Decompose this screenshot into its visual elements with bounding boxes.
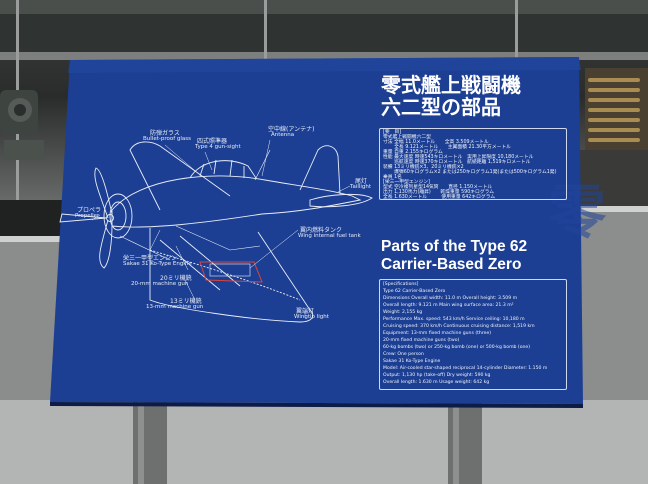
spec-en-line: Overall length: 9.121 m Main wing surfac… (383, 303, 514, 308)
spec-en-line: Output: 1,130 hp (take-off) Dry weight: … (383, 373, 491, 378)
spec-en-line: 20-mm fixed machine guns (two) (383, 338, 460, 343)
callout-13mm-gun-en: 13-mm machine gun (146, 304, 204, 310)
callout-antenna-en: Antenna (271, 132, 295, 138)
spec-jp-line: 装備 13ミリ機銃×3、20ミリ機銃×2 (383, 165, 464, 170)
spec-jp-line: 性能 最大速度 時速543キロメートル 実用上昇限度 10,180メートル (383, 155, 534, 160)
spec-jp-line: 爆弾60キログラム×2 または250キログラム1発(または500キログラム1発) (383, 170, 557, 175)
callout-fuel-tank-en: Wing internal fuel tank (298, 233, 361, 239)
spec-jp-line: 全長 1.630メートル 使用重量 642キログラム (383, 195, 496, 200)
spec-jp-line: 乗員 1名 (383, 175, 402, 180)
callout-taillight-jp: 尾灯 (355, 178, 368, 185)
callout-engine-jp: 栄三一甲型エンジン (123, 255, 178, 262)
callout-propeller-jp: プロペラ (77, 207, 102, 214)
callout-leader-lines (91, 139, 351, 318)
callout-20mm-gun-jp: 20ミリ機銃 (160, 275, 192, 282)
engine-artifact (0, 90, 44, 160)
callout-wingtip-light-jp: 翼端灯 (296, 308, 315, 315)
title-en-line1: Parts of the Type 62 (381, 238, 528, 255)
title-jp-line2: 六二型の部品 (381, 95, 501, 119)
callout-bulletproof-glass-jp: 防弾ガラス (150, 130, 180, 137)
spec-box-en: [Specifications] Type 62 Carrier-Based Z… (379, 279, 567, 390)
spec-jp-line: 型式 空冷複列星型14気筒 直径 1.150メートル (383, 185, 493, 190)
spec-en-line: Crew: One person (383, 352, 424, 357)
spec-jp-line: 零式艦上戦闘機六二型 (383, 135, 431, 140)
watermark-glyph: 零 (548, 178, 607, 246)
spec-en-line: [Specifications] (383, 282, 419, 287)
information-board (50, 57, 583, 408)
spec-jp-line: [栄三一甲型エンジン] (383, 180, 430, 185)
sign-stand-posts (133, 396, 482, 484)
title-jp-line1: 零式艦上戦闘機 (381, 73, 521, 97)
fuel-tank-highlight (199, 261, 263, 283)
spec-en-line: Overall length: 1.630 m Usage weight: 64… (383, 380, 490, 385)
spec-en-line: Cruising speed: 370 km/h Continuous crui… (383, 324, 535, 329)
spec-en-line: Dimensions Overall width: 11.0 m Overall… (383, 296, 518, 301)
callout-20mm-gun-en: 20-mm machine gun (131, 281, 189, 287)
spec-jp-line: 寸法 全幅 11.0メートル 全高 3.509メートル (383, 140, 489, 145)
callout-engine-en: Sakae 31 Ko-Type Engine (123, 261, 192, 267)
title-en-line2: Carrier-Based Zero (381, 256, 522, 273)
callout-13mm-gun-jp: 13ミリ機銃 (170, 298, 202, 305)
spec-jp-line: 重量 自重 2.155キログラム (383, 150, 443, 155)
spec-jp-line: [要 目] (383, 130, 402, 135)
spec-jp-line: 全長 9.121メートル 主翼面積 21.30平方メートル (383, 145, 511, 150)
callout-antenna-jp: 空中線(アンテナ) (268, 126, 315, 133)
spec-en-line: Model: Air-cooled star-shaped reciprocal… (383, 366, 548, 371)
callout-gunsight-jp: 四式照準器 (197, 138, 228, 145)
spec-en-line: 60-kg bombs (two) or 250-kg bomb (one) o… (383, 345, 531, 350)
spec-en-line: Equipment: 13-mm fixed machine guns (thr… (383, 331, 492, 336)
spec-box-jp: [要 目] 零式艦上戦闘機六二型 寸法 全幅 11.0メートル 全高 3.509… (379, 128, 567, 200)
ammunition-belt-artifact (585, 68, 648, 150)
callout-fuel-tank-jp: 翼内燃料タンク (300, 227, 343, 234)
spec-jp-line: 出力 1,130馬力(離昇) 乾燥重量 590キログラム (383, 190, 495, 195)
spec-jp-line: 巡航速度 時速370キロメートル 航続距離 1,519キロメートル (383, 160, 531, 165)
spec-en-line: Weight: 2,155 kg (383, 310, 423, 315)
aircraft-cutaway-drawing (59, 141, 373, 323)
callout-taillight-en: Taillight (350, 184, 372, 190)
callout-propeller-en: Propeller (75, 213, 100, 219)
spec-en-line: Performance Max. speed: 543 km/h Service… (383, 317, 525, 322)
callout-bulletproof-glass-en: Bullet-proof glass (143, 136, 192, 142)
callout-gunsight-en: Type 4 gun-sight (195, 144, 241, 150)
spec-en-line: Type 62 Carrier-Based Zero (383, 289, 446, 294)
callout-wingtip-light-en: Wingtip light (294, 314, 329, 320)
spec-en-line: Sakae 31 Ko-Type Engine (383, 359, 441, 364)
